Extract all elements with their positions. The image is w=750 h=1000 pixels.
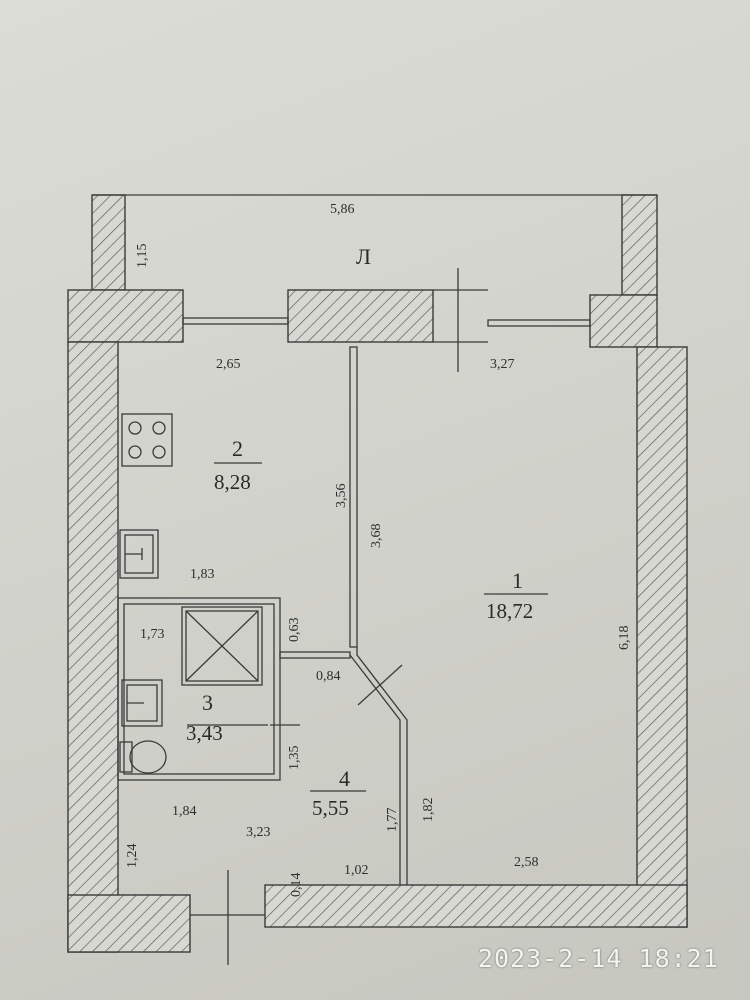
dim-kitchen-side: 1,83 xyxy=(190,567,215,582)
partition-hall-room xyxy=(356,647,408,885)
dim-balcony-width: 1,15 xyxy=(135,244,150,269)
stove-icon xyxy=(121,413,173,467)
left-outer-wall xyxy=(67,341,119,953)
dim-bath-height: 1,35 xyxy=(287,746,302,771)
dim-hall-bottom: 1,02 xyxy=(344,863,369,878)
dim-bath-depth: 0,63 xyxy=(287,618,302,643)
room-3-number: 3 xyxy=(202,690,213,715)
dim-hall-niche: 0,14 xyxy=(289,873,304,898)
bottom-wall-right xyxy=(264,884,688,928)
bathroom-wall-inner xyxy=(123,603,275,775)
dim-hall-side: 1,77 xyxy=(385,808,400,833)
dim-room-width: 3,27 xyxy=(490,357,515,372)
balcony-left-wall xyxy=(91,194,126,291)
shower-tray xyxy=(181,606,263,686)
bathroom-wall xyxy=(117,597,281,781)
room-1-area: 18,72 xyxy=(486,599,533,623)
dim-bath-width: 1,73 xyxy=(140,627,165,642)
photo-timestamp: 2023-2-14 18:21 xyxy=(478,944,719,973)
balcony-label: Л xyxy=(356,244,371,269)
balcony-right-wall xyxy=(621,194,658,296)
dim-kitchen-length: 3,56 xyxy=(334,484,349,509)
kitchen-sink-icon xyxy=(119,529,159,579)
dim-hall-width: 1,84 xyxy=(172,804,197,819)
dim-bath-door: 0,84 xyxy=(316,669,341,684)
dim-hall-left: 1,24 xyxy=(125,844,140,869)
window-room xyxy=(487,319,591,327)
dim-room-lower: 1,82 xyxy=(421,798,436,823)
dim-room-bottom: 2,58 xyxy=(514,855,539,870)
bottom-wall-left xyxy=(67,894,191,953)
room-2-number: 2 xyxy=(232,436,243,461)
dim-kitchen-width: 2,65 xyxy=(216,357,241,372)
room-2-area: 8,28 xyxy=(214,470,251,494)
door-swing-room xyxy=(357,664,403,706)
toilet-icon xyxy=(119,741,133,773)
right-outer-wall xyxy=(636,346,688,928)
room-4-number: 4 xyxy=(339,766,350,791)
dim-room-partition: 3,68 xyxy=(369,524,384,549)
dim-hall-length: 3,23 xyxy=(246,825,271,840)
room-4-area: 5,55 xyxy=(312,796,349,820)
dim-balcony-length: 5,86 xyxy=(330,202,355,217)
partition-kitchen-room xyxy=(349,346,358,648)
bathroom-door-line xyxy=(279,651,351,659)
dim-room-length: 6,18 xyxy=(617,626,632,651)
top-wall-left xyxy=(67,289,184,343)
bathroom-sink-icon xyxy=(121,679,163,727)
room-3-area: 3,43 xyxy=(186,721,223,745)
window-kitchen xyxy=(182,317,289,325)
room-1-number: 1 xyxy=(512,568,523,593)
top-wall-right xyxy=(589,294,658,348)
top-wall-middle xyxy=(287,289,434,343)
partition-hall-room-inner xyxy=(349,654,401,885)
